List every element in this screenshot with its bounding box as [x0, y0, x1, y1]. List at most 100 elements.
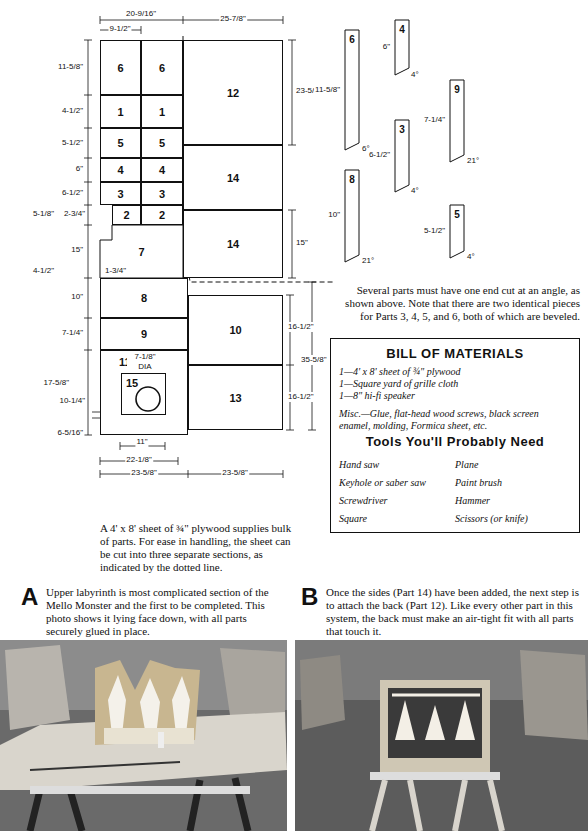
tool-item: Screwdriver: [339, 495, 455, 507]
bevel-sketch: 6: [345, 30, 359, 150]
dimension-label: 4°: [410, 186, 420, 196]
dimension-lines: [84, 16, 316, 478]
part-panel: 1: [141, 95, 183, 128]
dimension-label: 11-5/8": [57, 62, 84, 72]
dimension-label: 10": [327, 210, 341, 220]
photo-caption: Once the sides (Part 14) have been added…: [326, 586, 581, 638]
part-panel: 12: [183, 40, 283, 145]
part-number: 3: [117, 188, 123, 200]
part-number: 6: [159, 62, 165, 74]
dimension-label: 5-1/2": [423, 226, 446, 236]
dimension-label: 21°: [361, 256, 375, 266]
part-number: 6: [349, 34, 355, 45]
part-panel: 3: [100, 182, 141, 205]
part-number: 14: [227, 172, 239, 184]
material-item: 1—Square yard of grille cloth: [339, 378, 571, 390]
dimension-label: 5-1/2": [61, 138, 84, 148]
photo-caption: Upper labyrinth is most complicated sect…: [46, 586, 286, 638]
tool-item: Plane: [455, 459, 571, 471]
part-panel: 4: [141, 158, 183, 182]
dimension-label: 25-7/8": [219, 14, 247, 24]
photo-a: [0, 640, 287, 831]
dimension-label: 23-5/8": [221, 468, 249, 478]
tool-item: Hammer: [455, 495, 571, 507]
dimension-label: 7-1/4": [423, 115, 446, 125]
part-number: 12: [227, 87, 239, 99]
part-number: 5: [117, 137, 123, 149]
part-panel: 5: [141, 128, 183, 158]
part-panel: 6: [100, 40, 141, 95]
dimension-label: 6-1/2": [368, 150, 391, 160]
dimension-label: 4-1/2": [61, 106, 84, 116]
part-panel: 2: [112, 205, 141, 225]
part-panel: 1: [100, 95, 141, 128]
bevel-sketch: 4: [395, 20, 409, 75]
dimension-label: 6": [75, 164, 84, 174]
part-number: 8: [349, 174, 355, 185]
photo-b: [295, 640, 588, 831]
part-number: 10: [229, 324, 241, 336]
dimension-label: 4°: [410, 70, 420, 80]
part-panel: 4: [100, 158, 141, 182]
dimension-label: 15": [295, 238, 309, 248]
dimension-label: 6-5/16": [56, 428, 84, 438]
tool-item: Hand saw: [339, 459, 455, 471]
part-number: 1: [117, 106, 123, 118]
dimension-label: 4°: [466, 252, 476, 262]
part-outline: [345, 30, 359, 150]
part-number: 8: [141, 292, 147, 304]
dimension-label: 6-1/2": [61, 188, 84, 198]
part-number: 14: [227, 238, 239, 250]
part-panel: 13: [188, 365, 283, 430]
dimension-label: 10-1/4": [58, 396, 86, 406]
dimension-label: 21°: [466, 156, 480, 166]
figure-caption: A 4' x 8' sheet of ¾" plywood supplies b…: [100, 522, 300, 574]
dimension-label: 20-9/16": [125, 9, 157, 19]
materials-box: BILL OF MATERIALS1—4' x 8' sheet of ¾" p…: [330, 338, 580, 533]
part-number: 9: [141, 328, 147, 340]
dimension-label: 16-1/2": [287, 322, 315, 332]
part-panel: 5: [100, 128, 141, 158]
part-number: 5: [159, 137, 165, 149]
dimension-label: 15": [70, 245, 84, 255]
part-number: 3: [399, 124, 405, 135]
cut-line: [183, 36, 334, 282]
dimension-label: 1-3/4": [104, 266, 127, 276]
dimension-label: 11-5/8": [314, 85, 341, 95]
part-number: 9: [454, 84, 460, 95]
part-number: 6: [117, 62, 123, 74]
dimension-label: 11": [135, 437, 148, 447]
part-panel: 2: [141, 205, 183, 225]
part-panel: 3: [141, 182, 183, 205]
part-outline: [450, 80, 464, 162]
part-number: 3: [159, 188, 165, 200]
part-panel: 14: [183, 145, 283, 210]
part-panel: 8: [100, 278, 188, 318]
part-number: 2: [159, 209, 165, 221]
part-outline: [345, 170, 359, 262]
part-number: 5: [454, 209, 460, 220]
dimension-label: 9-1/2": [108, 24, 131, 34]
tool-item: Keyhole or saber saw: [339, 477, 455, 489]
dimension-label: 22-1/8": [125, 455, 153, 465]
dimension-label: 2-3/4": [63, 209, 86, 219]
part-panel: 14: [183, 210, 283, 278]
part-panel: 6: [141, 40, 183, 95]
part-number: 4: [159, 164, 165, 176]
part-outline: [395, 120, 409, 192]
speaker-hole: [136, 387, 160, 411]
part-panel: 10: [188, 295, 283, 365]
material-item: 1—4' x 8' sheet of ¾" plywood: [339, 366, 571, 378]
note-text: Several parts must have one end cut at a…: [330, 284, 580, 323]
tool-item: Paint brush: [455, 477, 571, 489]
part-outline: [395, 20, 409, 75]
bevel-sketch: 3: [395, 120, 409, 192]
dimension-label: 35-5/8": [300, 355, 328, 365]
part-number: 1: [159, 106, 165, 118]
dimension-label: 7-1/8" DIA: [127, 352, 163, 372]
bevel-sketch: 9: [450, 80, 464, 162]
part-number: 7: [138, 246, 144, 258]
dimension-label: 5-1/8": [32, 209, 55, 219]
dimension-label: 10": [70, 292, 84, 302]
part-number: 15: [126, 377, 138, 389]
